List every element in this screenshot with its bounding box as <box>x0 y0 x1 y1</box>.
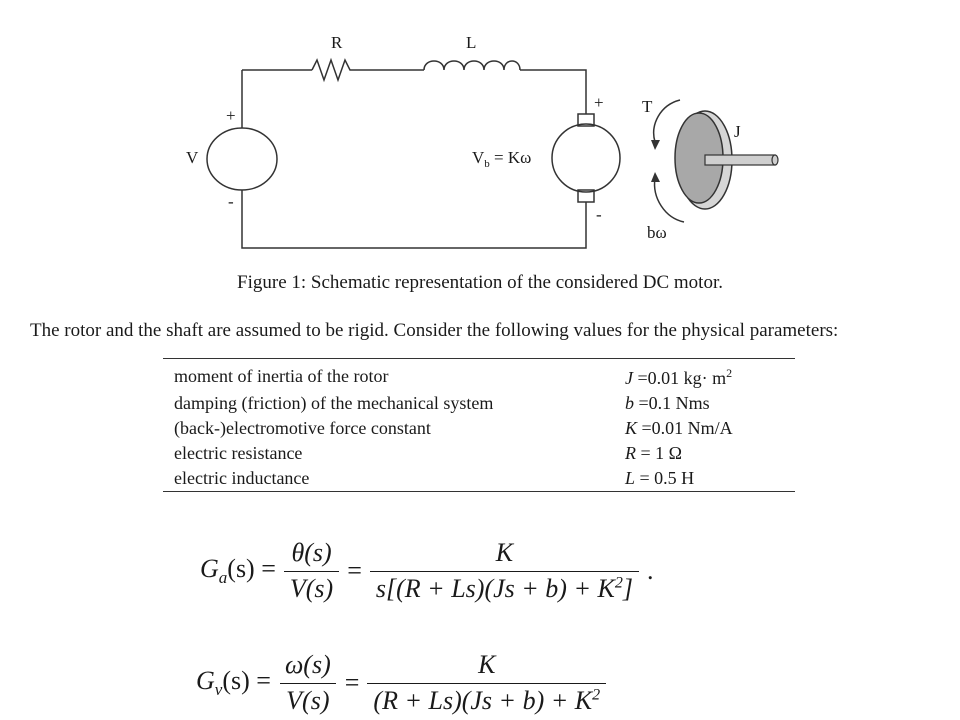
parameter-row: (back-)electromotive force constant K =0.… <box>163 416 795 441</box>
parameter-value: J =0.01 kg· m2 <box>625 366 733 388</box>
gv-fraction-2: K (R + Ls)(Js + b) + K2 <box>367 650 607 716</box>
gv-frac1-den: V(s) <box>280 683 336 716</box>
gv-frac2-num: K <box>478 650 496 679</box>
friction-arrowhead <box>651 172 660 182</box>
label-motor-minus: - <box>596 205 602 224</box>
label-R: R <box>331 33 343 52</box>
parameter-table: moment of inertia of the rotor J =0.01 kg… <box>163 358 795 492</box>
torque-arrowhead <box>651 140 660 150</box>
label-motor-plus: + <box>594 93 604 112</box>
ga-frac2-num: K <box>495 538 514 567</box>
label-bw: bω <box>647 223 667 242</box>
equation-ga: Ga(s) = θ(s) V(s) = K s[(R + Ls)(Js + b)… <box>200 538 653 604</box>
gv-fraction-1: ω(s) V(s) <box>279 650 337 716</box>
parameter-row: electric inductance L = 0.5 H <box>163 466 795 492</box>
gv-frac2-den: (R + Ls)(Js + b) + K2 <box>367 683 607 716</box>
label-J: J <box>734 122 741 141</box>
ga-period: . <box>646 556 654 585</box>
ga-frac2-den: s[(R + Ls)(Js + b) + K2] <box>369 571 639 604</box>
label-V: V <box>186 148 199 167</box>
label-vb: Vb = Kω <box>472 148 531 170</box>
parameter-value: R = 1 Ω <box>625 443 683 463</box>
ga-frac1-den: V(s) <box>283 571 340 604</box>
parameter-value: b =0.1 Nms <box>625 393 710 413</box>
ga-lhs: Ga(s) = <box>200 553 276 588</box>
label-v-minus: - <box>228 192 234 211</box>
inductor <box>423 60 521 71</box>
dc-motor-schematic: R L V + - + - Vb = Kω T J bω <box>186 33 779 249</box>
gv-frac1-num: ω(s) <box>284 650 331 679</box>
figure-caption: Figure 1: Schematic representation of th… <box>237 272 723 293</box>
gv-equals: = <box>344 668 360 697</box>
motor-brush-bottom <box>577 189 595 203</box>
ga-equals: = <box>347 556 362 585</box>
ga-fraction-2: K s[(R + Ls)(Js + b) + K2] <box>369 538 639 604</box>
gv-lhs: Gv(s) = <box>196 665 271 700</box>
parameter-value: L = 0.5 H <box>625 468 695 488</box>
parameter-name: electric inductance <box>174 468 310 488</box>
parameter-row: electric resistance R = 1 Ω <box>163 441 795 466</box>
friction-arc <box>653 177 685 223</box>
parameter-name: electric resistance <box>174 443 303 463</box>
shaft-end <box>771 154 779 166</box>
rotor-shaft <box>704 154 776 166</box>
parameter-name: (back-)electromotive force constant <box>174 418 431 438</box>
parameter-value: K =0.01 Nm/A <box>625 418 733 438</box>
motor-brush-top <box>577 113 595 127</box>
resistor <box>311 57 354 83</box>
parameter-name: moment of inertia of the rotor <box>174 365 389 386</box>
torque-arc <box>653 99 681 143</box>
label-T: T <box>642 97 653 116</box>
equation-gv: Gv(s) = ω(s) V(s) = K (R + Ls)(Js + b) +… <box>196 650 614 716</box>
circuit-wire-left <box>241 70 587 249</box>
ga-fraction-1: θ(s) V(s) <box>283 538 340 604</box>
motor-body <box>551 123 621 193</box>
circuit-wire-right <box>520 69 587 114</box>
label-v-plus: + <box>226 106 236 125</box>
parameter-row: damping (friction) of the mechanical sys… <box>163 391 795 416</box>
voltage-source <box>206 127 278 191</box>
parameter-row: moment of inertia of the rotor J =0.01 kg… <box>163 359 795 392</box>
parameter-name: damping (friction) of the mechanical sys… <box>174 393 494 413</box>
ga-frac1-num: θ(s) <box>291 538 332 567</box>
label-L: L <box>466 33 476 52</box>
intro-paragraph: The rotor and the shaft are assumed to b… <box>30 320 839 341</box>
